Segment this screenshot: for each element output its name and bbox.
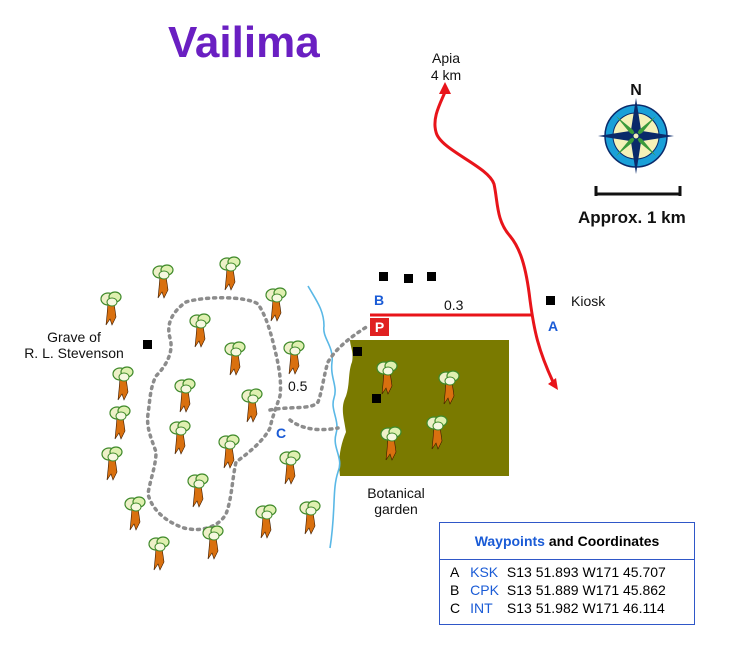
building-icon: [427, 272, 436, 281]
tree-icon: [101, 446, 123, 481]
waypoint-c-marker: C: [276, 425, 287, 441]
waypoint-lat: S13 51.893: [506, 564, 579, 580]
tree-icon: [376, 360, 398, 395]
trail-distance-label: 0.5: [288, 378, 308, 394]
river: [307, 285, 341, 549]
map-title: Vailima: [168, 18, 320, 67]
table-row: B CPK S13 51.889 W171 45.862: [450, 581, 670, 599]
scale-bar: [594, 186, 682, 196]
tree-icon: [224, 341, 246, 376]
waypoint-lon: W171 46.114: [582, 600, 665, 616]
waypoint-code: KSK: [470, 564, 499, 580]
waypoint-id: B: [450, 582, 460, 598]
apia-label: Apia 4 km: [426, 50, 466, 83]
tree-icon: [279, 450, 301, 485]
tree-icon: [169, 420, 191, 455]
botanical-line1: Botanical: [367, 485, 425, 501]
waypoint-id: C: [450, 600, 461, 616]
botanical-line2: garden: [374, 501, 418, 517]
tree-icon: [202, 525, 224, 560]
building-icon: [379, 272, 388, 281]
apia-distance: 4 km: [430, 67, 462, 83]
compass-north-label: N: [630, 82, 642, 99]
waypoint-lat: S13 51.889: [506, 582, 579, 598]
trail-spur: [288, 418, 340, 432]
building-icon: [372, 394, 381, 403]
tree-icon: [152, 264, 174, 299]
road-distance-label: 0.3: [444, 297, 464, 313]
waypoint-b-marker: B: [374, 292, 385, 308]
tree-icon: [241, 388, 263, 423]
kiosk-label: Kiosk: [571, 293, 606, 309]
botanical-garden-area: [339, 340, 509, 476]
tree-icon: [265, 287, 287, 322]
waypoint-code: CPK: [470, 582, 499, 598]
apia-name: Apia: [431, 50, 461, 66]
building-icon: [546, 296, 555, 305]
tree-icon: [124, 496, 146, 531]
trail-loop: [145, 295, 283, 532]
tree-icon: [299, 500, 321, 535]
waypoint-id: A: [450, 564, 460, 580]
grave-label: Grave of R. L. Stevenson: [14, 329, 134, 361]
tree-icon: [148, 536, 170, 571]
trail-to-parking: [268, 324, 370, 412]
waypoint-lon: W171 45.862: [582, 582, 666, 598]
tree-icon: [380, 426, 402, 461]
grave-line1: Grave of: [47, 329, 101, 345]
building-icon: [353, 347, 362, 356]
road-arrow-up: [439, 82, 451, 94]
tree-icon: [283, 340, 305, 375]
tree-icon: [174, 378, 196, 413]
waypoints-rows: A KSK S13 51.893 W171 45.707 B CPK S13 5…: [450, 563, 670, 617]
tree-icon: [187, 473, 209, 508]
waypoint-lat: S13 51.982: [506, 600, 579, 616]
compass-rose-icon: [598, 98, 674, 174]
tree-icon: [100, 291, 122, 326]
table-row: C INT S13 51.982 W171 46.114: [450, 599, 670, 617]
building-icon: [143, 340, 152, 349]
building-icon: [404, 274, 413, 283]
road-arrow-down: [548, 378, 558, 390]
waypoints-header: Waypoints and Coordinates: [440, 523, 694, 560]
tree-icon: [109, 405, 131, 440]
botanical-label: Botanical garden: [356, 485, 436, 517]
tree-icon: [112, 366, 134, 401]
scale-label: Approx. 1 km: [578, 208, 686, 227]
trees: [100, 256, 460, 571]
tree-icon: [438, 370, 460, 405]
waypoint-code: INT: [470, 600, 493, 616]
main-road: [433, 91, 556, 385]
parking-icon: P: [370, 318, 389, 336]
tree-icon: [218, 434, 240, 469]
waypoint-lon: W171 45.707: [582, 564, 666, 580]
tree-icon: [426, 415, 448, 450]
tree-icon: [255, 504, 277, 539]
waypoints-header-rest: and Coordinates: [544, 533, 660, 549]
table-row: A KSK S13 51.893 W171 45.707: [450, 563, 670, 581]
waypoint-a-marker: A: [548, 318, 559, 334]
grave-line2: R. L. Stevenson: [24, 345, 124, 361]
tree-icon: [189, 313, 211, 348]
tree-icon: [219, 256, 241, 291]
waypoints-header-highlight: Waypoints: [474, 533, 545, 549]
waypoints-table: Waypoints and Coordinates A KSK S13 51.8…: [439, 522, 695, 625]
